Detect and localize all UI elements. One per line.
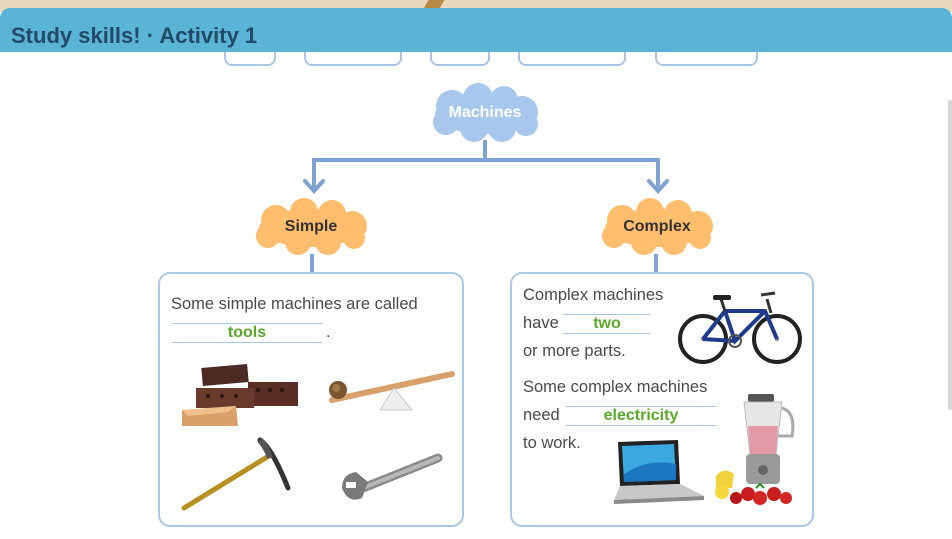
pickaxe-image (181, 437, 291, 511)
page-title: Study skills! · Activity 1 (11, 23, 258, 48)
simple-period: . (326, 323, 331, 341)
scrollbar[interactable] (948, 100, 952, 410)
complex-line4: Some complex machines (523, 378, 708, 396)
simple-sentence: Some simple machines are called (171, 295, 418, 313)
complex-answer-electricity[interactable]: electricity (566, 406, 716, 426)
complex-line2: have (523, 314, 559, 332)
cloud-simple: Simple (246, 198, 376, 256)
connector-right-down (656, 158, 660, 188)
simple-answer-blank[interactable]: tools (172, 323, 322, 343)
complex-answer-two[interactable]: two (564, 314, 650, 334)
complex-line1: Complex machines (523, 286, 664, 304)
header-bar: Study skills! · Activity 1 (0, 8, 952, 52)
laptop-image (614, 440, 704, 504)
connector-left-down (312, 158, 316, 188)
connector-complex-box (654, 254, 658, 274)
complex-line3: or more parts. (523, 342, 626, 360)
cloud-simple-label: Simple (284, 218, 338, 235)
cloud-machines: Machines (422, 82, 548, 144)
complex-line6: to work. (523, 434, 581, 452)
arrow-down-icon (647, 179, 669, 194)
bricks-wedge-image (182, 364, 298, 426)
connector-root-stem (483, 140, 487, 162)
cloud-complex-label: Complex (623, 218, 691, 235)
lever-image (329, 371, 455, 411)
wrench-image (342, 453, 443, 500)
connector-horizontal (312, 158, 660, 162)
cloud-complex: Complex (592, 198, 722, 256)
arrow-down-icon (303, 179, 325, 194)
connector-simple-box (310, 254, 314, 274)
cloud-machines-label: Machines (448, 104, 522, 121)
blender-image (715, 394, 795, 505)
bicycle-image (678, 291, 802, 364)
complex-line5: need (523, 406, 560, 424)
